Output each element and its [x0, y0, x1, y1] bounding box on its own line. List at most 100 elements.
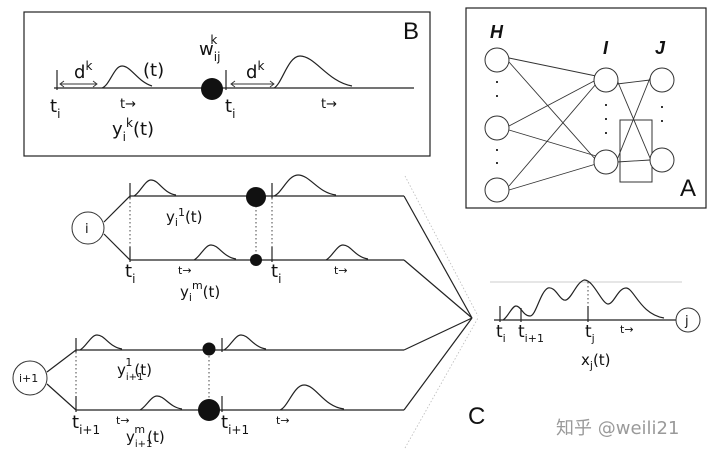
converge-i-m	[403, 259, 473, 319]
psp-i1-m-before	[139, 395, 183, 411]
panel-a-label: A	[680, 175, 696, 202]
label-ti1-right: ti+1	[221, 412, 249, 437]
conn-h2-i2	[508, 129, 597, 157]
panel-a-ellipsis: · · · · · · · · ·	[494, 71, 665, 172]
neuron-i-plus-1	[12, 360, 48, 396]
svg-text:·: ·	[603, 94, 609, 114]
panel-b-delay-arrowhead-l2	[230, 80, 236, 88]
svg-text:·: ·	[659, 110, 665, 130]
label-ti-left: ti	[125, 261, 135, 286]
membrane-potential-j	[502, 279, 665, 321]
psp-i1-1-before	[79, 334, 123, 351]
psp-i1-m-after	[279, 384, 345, 411]
label-j-t-arrow: t→	[620, 323, 634, 336]
fan-i-upper	[103, 195, 131, 223]
layer-j-label: J	[655, 38, 666, 58]
label-t-arrow-i-right: t→	[334, 264, 348, 277]
psp-i-m-after	[325, 244, 369, 261]
neuron-j	[675, 307, 701, 333]
svg-text:·: ·	[494, 71, 500, 91]
fan-i1-upper	[46, 349, 77, 373]
node-i-bot	[593, 149, 619, 175]
panel-b-ti-left: ti	[50, 96, 60, 121]
highlighted-connection-box	[619, 119, 653, 183]
synapse-i-m	[250, 254, 262, 266]
neuron-i-plus-1-label: i+1	[19, 372, 38, 385]
panel-b-psp-after	[273, 55, 353, 89]
zoom-line-top	[404, 175, 479, 317]
label-y-i1-m: yi+1m(t)	[126, 423, 165, 450]
converge-i1-1	[403, 317, 473, 351]
panel-b-t-arrow-left: t→	[120, 97, 136, 112]
neuron-j-label: j	[684, 314, 689, 329]
psp-i-m-before	[193, 244, 237, 261]
label-y-i-m: yim(t)	[180, 279, 220, 304]
svg-text:·: ·	[494, 152, 500, 172]
synapse-i-1	[246, 187, 266, 207]
conn-i1-j1	[616, 79, 651, 85]
label-t-arrow-i1-left: t→	[116, 414, 130, 427]
conn-h2-i1	[508, 79, 597, 127]
conn-h3-i2	[508, 163, 597, 191]
conn-i2-j2	[616, 159, 651, 163]
watermark: 知乎 @weili21	[556, 418, 679, 439]
label-j-tj: tj	[585, 322, 595, 345]
label-j-ti1: ti+1	[518, 322, 544, 345]
svg-text:·: ·	[494, 139, 500, 159]
panel-b-t-paren: (t)	[143, 60, 164, 81]
node-h-top	[484, 47, 510, 73]
panel-b-ti-right: ti	[225, 96, 235, 121]
svg-text:·: ·	[494, 85, 500, 105]
psp-i-1-before	[133, 179, 177, 197]
label-t-arrow-i1-right: t→	[276, 414, 290, 427]
fan-i1-lower	[46, 383, 77, 411]
converge-i1-m	[403, 317, 473, 411]
node-h-mid	[484, 115, 510, 141]
panel-b-y-label: yik(t)	[112, 116, 154, 144]
node-i-top	[593, 67, 619, 93]
neuron-i	[71, 211, 105, 245]
zoom-line-bottom	[404, 317, 479, 449]
panel-b-delay-arrowhead-l1	[59, 80, 65, 88]
panel-b-delay-arrowhead-r1	[92, 80, 98, 88]
node-h-bot	[484, 177, 510, 203]
layer-i-label: I	[603, 38, 609, 58]
node-j-top	[649, 67, 675, 93]
svg-text:·: ·	[603, 122, 609, 142]
panel-b-synapse-weight	[201, 78, 223, 100]
label-j-ti: ti	[496, 322, 506, 345]
svg-text:·: ·	[659, 96, 665, 116]
panel-b-label: B	[403, 18, 419, 45]
panel-b: B dk dk (t) wijk ti ti t→ t→ yik(t)	[23, 11, 431, 157]
panel-b-delay-right: dk	[246, 59, 264, 83]
label-ti1-left: ti+1	[72, 412, 100, 437]
psp-i1-1-after	[223, 334, 267, 351]
svg-text:·: ·	[603, 108, 609, 128]
synapse-i1-m	[198, 399, 220, 421]
panel-a: A H I J · · · · · · · ·	[465, 7, 707, 209]
conn-h1-i2	[508, 61, 597, 161]
panel-b-psp-before	[101, 65, 153, 89]
conn-h1-i1	[508, 57, 597, 77]
label-y-i1-1: yi+11(t)	[117, 356, 152, 383]
conn-h3-i1	[508, 83, 597, 187]
label-y-i-1: yi1(t)	[166, 206, 203, 229]
layer-h-label: H	[490, 22, 504, 42]
converge-i-1	[403, 195, 473, 319]
panel-c-label: C	[468, 403, 485, 430]
psp-i-1-after	[273, 174, 337, 197]
label-ti-right: ti	[271, 261, 281, 286]
panel-b-delay-left: dk	[74, 59, 92, 83]
panel-b-t-arrow-right: t→	[321, 97, 337, 112]
synapse-i1-1	[202, 342, 216, 356]
conn-i2-j1	[616, 77, 651, 161]
neuron-i-label: i	[85, 222, 89, 237]
panel-b-weight: wijk	[199, 33, 220, 64]
label-t-arrow-i-left: t→	[178, 264, 192, 277]
panel-a-frame	[465, 7, 707, 209]
panel-b-delay-arrowhead-r2	[269, 80, 275, 88]
node-j-bot	[649, 147, 675, 173]
label-xj: xj(t)	[581, 351, 611, 372]
